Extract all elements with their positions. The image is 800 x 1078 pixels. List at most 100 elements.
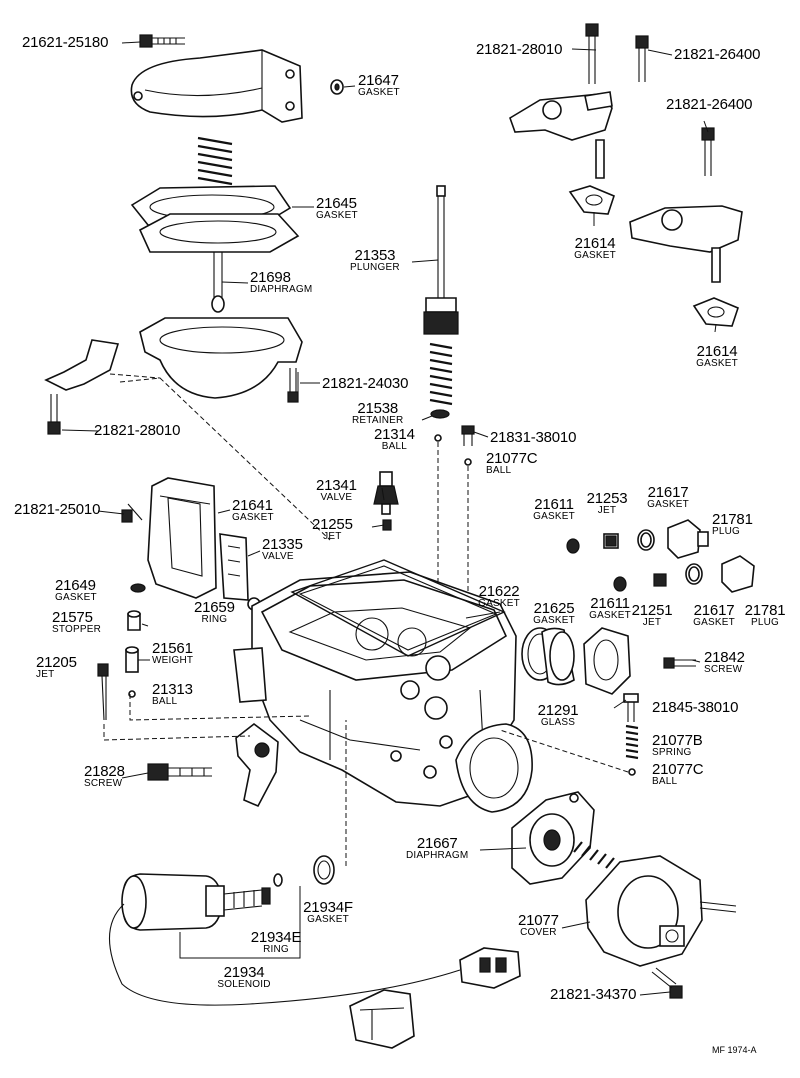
label-21821-26400-top: 21821-26400	[674, 46, 761, 63]
label-21335: 21335 VALVE	[262, 536, 303, 562]
label-21561: 21561 WEIGHT	[152, 640, 194, 666]
label-21821-34370: 21821-34370	[550, 986, 637, 1003]
plunger-21353-drawing	[423, 185, 459, 335]
glass-gasket-drawing	[583, 627, 631, 695]
label-21934f: 21934F GASKET	[303, 899, 353, 925]
gasket-21611-top-drawing	[566, 538, 580, 554]
carburetor-body-drawing	[233, 571, 533, 813]
label-21698: 21698 DIAPHRAGM	[250, 269, 313, 295]
label-21645: 21645 GASKET	[316, 195, 358, 221]
label-21845-38010: 21845-38010	[652, 699, 739, 716]
left-leader-drawing	[103, 377, 331, 741]
jet-21251-drawing	[653, 573, 667, 587]
gasket-21649-drawing	[130, 583, 146, 593]
plug-21781-top-drawing	[667, 519, 709, 559]
label-leader-lines	[61, 41, 717, 996]
screw-21828-drawing	[147, 763, 212, 781]
label-21821-28010-left: 21821-28010	[94, 422, 181, 439]
label-21077b: 21077B SPRING	[652, 732, 703, 758]
retainer-drawing	[430, 409, 450, 419]
diaphragm-spring-drawing	[573, 841, 615, 869]
spring-drawing	[197, 136, 233, 186]
screw-21821-26400-top-drawing	[635, 35, 649, 82]
screw-21821-25010-drawing	[121, 503, 143, 523]
ball-leader-drawing	[499, 729, 629, 773]
diaphragm-21698-drawing	[138, 213, 300, 313]
screw-21842-drawing	[663, 657, 696, 669]
label-21538: 21538 RETAINER	[352, 400, 404, 426]
diaphragm-21667-drawing	[511, 791, 595, 885]
ring-21934e-drawing	[273, 873, 283, 887]
gasket-21934f-drawing	[313, 855, 335, 885]
label-21831-38010: 21831-38010	[490, 429, 577, 446]
label-21205: 21205 JET	[36, 654, 77, 680]
label-21828: 21828 SCREW	[84, 763, 125, 789]
ball-21077c-bottom-drawing	[628, 768, 636, 776]
screw-21845-38010-drawing	[623, 693, 639, 722]
screw-21821-28010-left-drawing	[47, 394, 61, 435]
jet-21255-drawing	[382, 519, 392, 531]
label-21077c-bottom: 21077C BALL	[652, 761, 704, 787]
label-21291: 21291 GLASS	[537, 702, 579, 728]
throttle-lever-drawing	[235, 722, 279, 808]
label-21077c-top: 21077C BALL	[486, 450, 538, 476]
screw-21831-38010-drawing	[461, 425, 475, 446]
label-21621-25180: 21621-25180	[22, 34, 109, 51]
gasket-21614-upper-drawing	[568, 185, 615, 215]
gasket-21641-drawing	[147, 477, 217, 599]
plunger-spring-drawing	[429, 342, 453, 406]
spring-21077b-drawing	[625, 724, 639, 760]
lower-bracket-drawing	[629, 205, 743, 283]
label-21077: 21077 COVER	[518, 912, 559, 938]
screw-21821-24030-drawing	[287, 368, 299, 403]
label-21659: 21659 RING	[194, 599, 235, 625]
ball-21077c-top-drawing	[464, 458, 472, 466]
lower-housing-drawing	[44, 317, 303, 399]
label-21622: 21622 GASKET	[478, 583, 520, 609]
label-21253: 21253 JET	[586, 490, 628, 516]
ball-21314-drawing	[434, 434, 442, 442]
label-21611-bottom: 21611 GASKET	[589, 595, 631, 621]
screw-21821-28010-top-drawing	[585, 23, 599, 84]
valve-21341-drawing	[373, 471, 399, 515]
label-21821-28010-top: 21821-28010	[476, 41, 563, 58]
label-21251: 21251 JET	[631, 602, 673, 628]
diaphragm-cover-drawing	[130, 49, 303, 123]
label-21934e: 21934E RING	[250, 929, 302, 955]
label-21649: 21649 GASKET	[55, 577, 97, 603]
cover-21077-drawing	[585, 855, 737, 967]
label-21314: 21314 BALL	[374, 426, 415, 452]
stopper-21575-drawing	[127, 610, 141, 631]
plug-21781-bottom-drawing	[721, 555, 755, 593]
label-21821-26400-mid: 21821-26400	[666, 96, 753, 113]
label-21641: 21641 GASKET	[232, 497, 274, 523]
label-21821-24030: 21821-24030	[322, 375, 409, 392]
upper-bracket-drawing	[509, 91, 613, 179]
label-21611-top: 21611 GASKET	[533, 496, 575, 522]
label-21781-bottom: 21781 PLUG	[744, 602, 786, 628]
gasket-21622-drawing	[290, 559, 506, 657]
screw-21821-34370-drawing	[651, 967, 683, 999]
label-21781-top: 21781 PLUG	[712, 511, 753, 537]
solenoid-21934-drawing	[108, 873, 521, 1049]
label-21821-25010: 21821-25010	[14, 501, 101, 518]
label-21647: 21647 GASKET	[358, 72, 400, 98]
label-21255: 21255 JET	[312, 516, 353, 542]
jet-21205-drawing	[97, 663, 109, 721]
label-21842: 21842 SCREW	[704, 649, 745, 675]
gasket-21611-bottom-drawing	[613, 576, 627, 592]
label-21934: 21934 SOLENOID	[217, 964, 271, 990]
screw-21821-26400-mid-drawing	[701, 127, 715, 176]
drawing-reference-code: MF 1974-A	[712, 1045, 757, 1055]
label-21625: 21625 GASKET	[533, 600, 575, 626]
label-21667: 21667 DIAPHRAGM	[406, 835, 469, 861]
gasket-21614-lower-drawing	[692, 297, 739, 327]
label-21313: 21313 BALL	[152, 681, 193, 707]
label-21614-upper: 21614 GASKET	[574, 235, 616, 261]
valve-21335-drawing	[219, 533, 249, 601]
label-21617-top: 21617 GASKET	[647, 484, 689, 510]
label-21617-bottom: 21617 GASKET	[693, 602, 735, 628]
label-21614-lower: 21614 GASKET	[696, 343, 738, 369]
